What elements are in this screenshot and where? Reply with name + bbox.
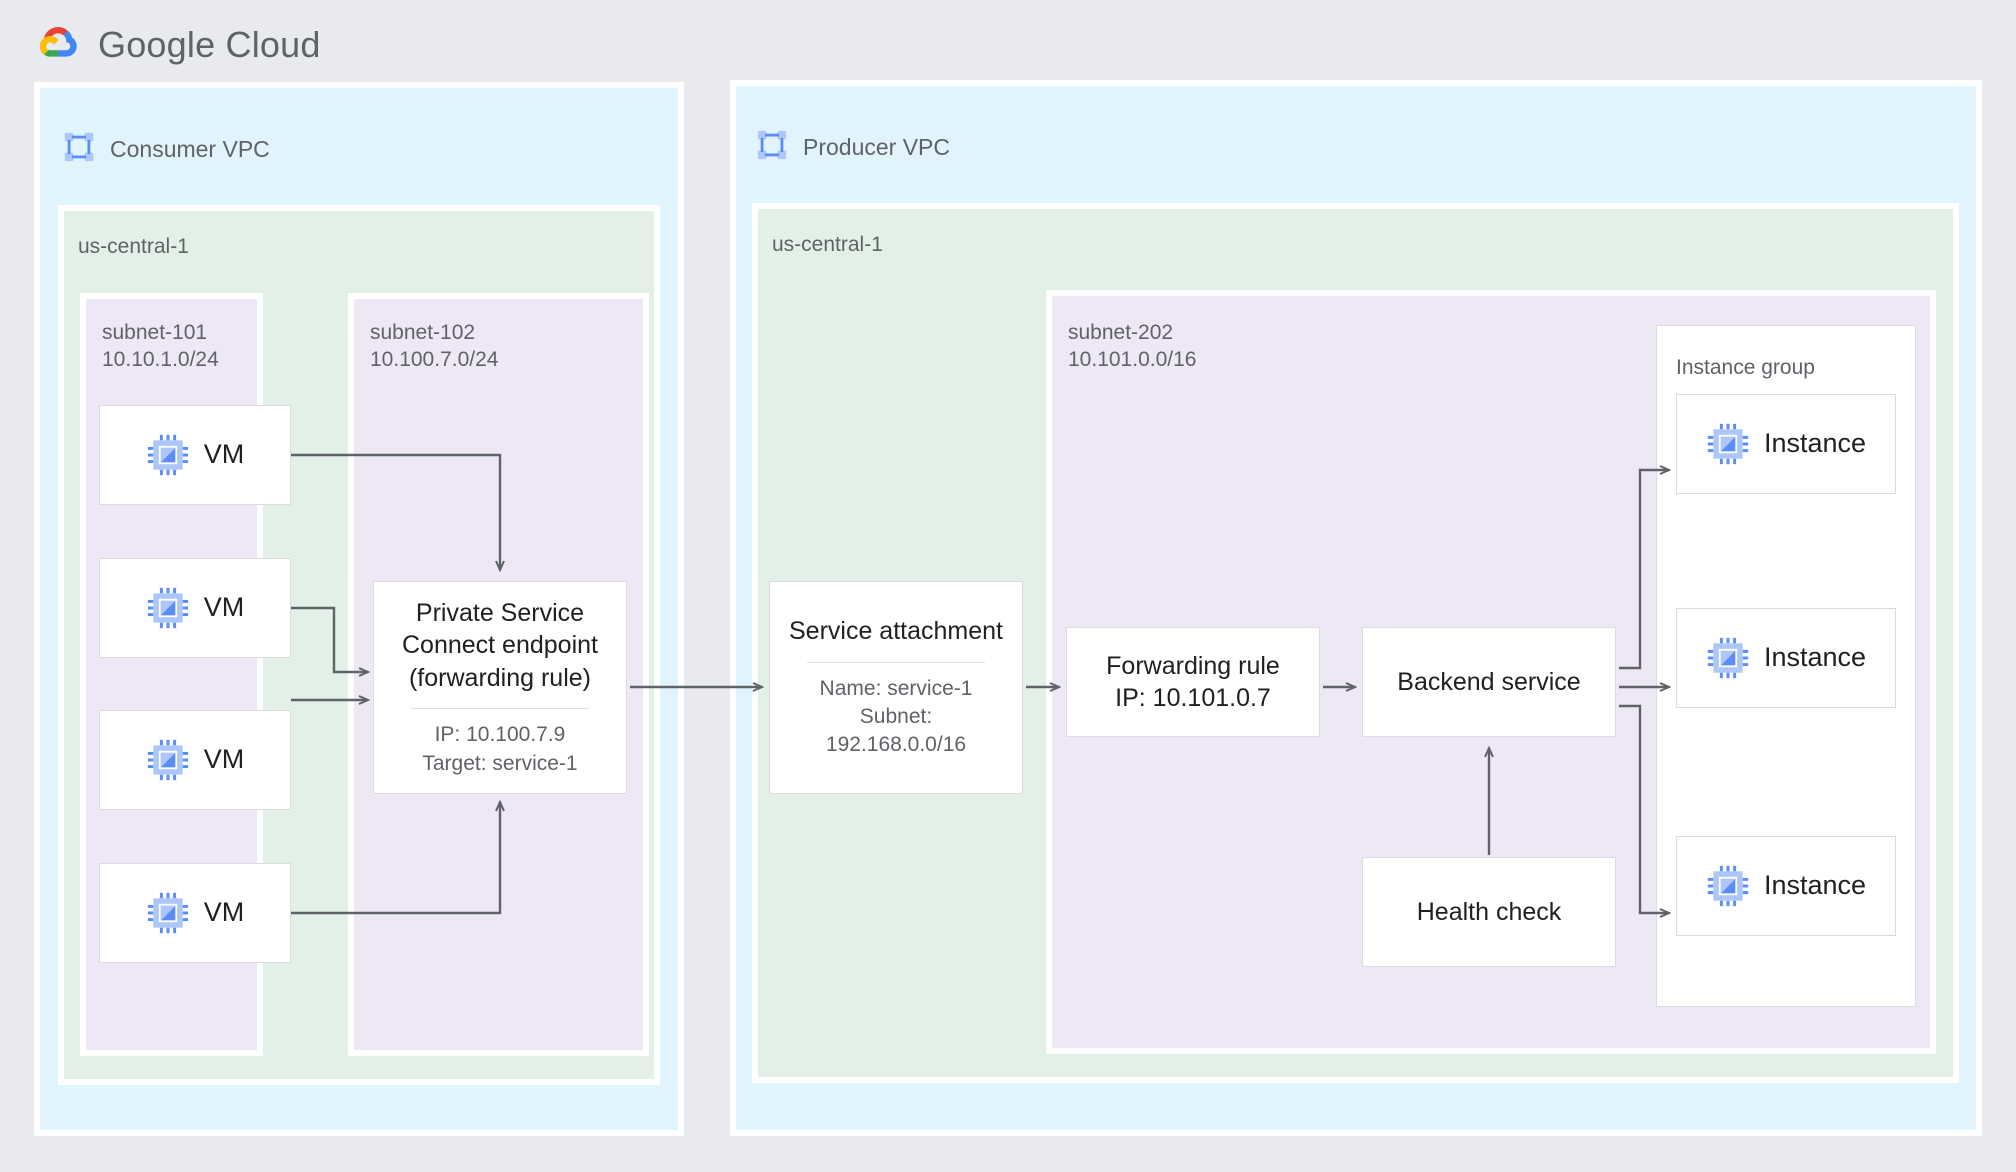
instance-card-label-2: Instance <box>1763 642 1867 673</box>
psc-endpoint-title: Private Service Connect endpoint (forwar… <box>402 598 598 692</box>
vm-card-label-1: VM <box>203 439 245 470</box>
psc-endpoint-card[interactable]: Private Service Connect endpoint (forwar… <box>373 581 627 794</box>
backend-service-card[interactable]: Backend service <box>1362 627 1616 737</box>
instance-card-label-1: Instance <box>1763 428 1867 459</box>
forwarding-rule-card[interactable]: Forwarding rule IP: 10.101.0.7 <box>1066 627 1320 737</box>
psc-endpoint-divider <box>411 708 589 710</box>
instance-card-1[interactable]: Instance <box>1676 394 1896 494</box>
vm-card-label-4: VM <box>203 897 245 928</box>
instance-card-2[interactable]: Instance <box>1676 608 1896 708</box>
subnet-101-label: subnet-101 10.10.1.0/24 <box>102 321 219 371</box>
vm-instance-icon <box>146 433 190 477</box>
brand-cloud: Cloud <box>225 23 321 65</box>
producer-vpc-label: Producer VPC <box>803 134 951 160</box>
vm-card-3[interactable]: VM <box>99 710 291 810</box>
vm-instance-icon <box>1706 864 1750 908</box>
page-header: Google Cloud <box>34 22 321 67</box>
instance-card-3[interactable]: Instance <box>1676 836 1896 936</box>
vm-card-1[interactable]: VM <box>99 405 291 505</box>
health-check-card[interactable]: Health check <box>1362 857 1616 967</box>
vm-card-4[interactable]: VM <box>99 863 291 963</box>
vm-card-label-2: VM <box>203 592 245 623</box>
vm-instance-icon <box>146 738 190 782</box>
vpc-network-icon <box>755 128 789 167</box>
consumer-vpc-header: Consumer VPC <box>62 130 270 169</box>
forwarding-rule-title: Forwarding rule IP: 10.101.0.7 <box>1106 651 1280 713</box>
vm-instance-icon <box>146 586 190 630</box>
service-attachment-divider <box>807 661 985 663</box>
vm-instance-icon <box>146 891 190 935</box>
psc-endpoint-details: IP: 10.100.7.9 Target: service-1 <box>422 723 578 775</box>
service-attachment-title: Service attachment <box>789 617 1003 646</box>
subnet-202-label: subnet-202 10.101.0.0/16 <box>1068 321 1197 371</box>
google-cloud-logo-icon <box>34 22 82 67</box>
service-attachment-card[interactable]: Service attachment Name: service-1 Subne… <box>769 581 1023 794</box>
vm-card-label-3: VM <box>203 744 245 775</box>
vpc-network-icon <box>62 130 96 169</box>
backend-service-title: Backend service <box>1397 667 1581 696</box>
brand-title: Google Cloud <box>98 24 321 66</box>
producer-region-label: us-central-1 <box>772 233 883 256</box>
producer-vpc-header: Producer VPC <box>755 128 950 167</box>
consumer-region-label: us-central-1 <box>78 235 189 258</box>
instance-group-label: Instance group <box>1676 356 1815 379</box>
service-attachment-details: Name: service-1 Subnet: 192.168.0.0/16 <box>819 676 973 757</box>
vm-instance-icon <box>1706 422 1750 466</box>
instance-card-label-3: Instance <box>1763 870 1867 901</box>
subnet-102-label: subnet-102 10.100.7.0/24 <box>370 321 499 371</box>
brand-google: Google <box>98 23 216 65</box>
vm-card-2[interactable]: VM <box>99 558 291 658</box>
consumer-vpc-label: Consumer VPC <box>110 136 270 162</box>
health-check-title: Health check <box>1416 897 1562 926</box>
vm-instance-icon <box>1706 636 1750 680</box>
